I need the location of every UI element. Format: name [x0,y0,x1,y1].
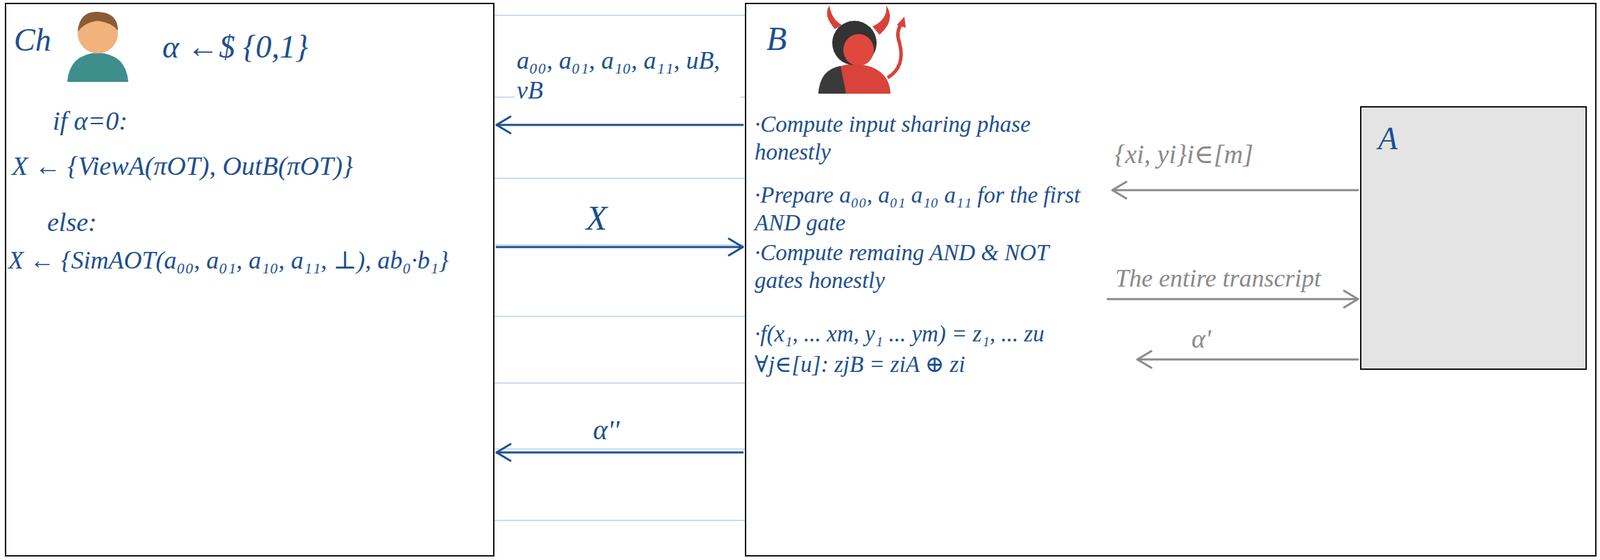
devil-face [843,33,874,66]
arrow-line [1112,189,1358,192]
arrow-line [1107,298,1358,301]
message-label: The entire transcript [1113,263,1340,294]
arrow-head [496,116,511,134]
condition-line: if α=0: [52,105,128,138]
challenger-box: Ch α ←$ {0,1} if α=0: X ← {ViewA(πOT), OutB… [4,2,495,557]
message-label: X [583,196,610,239]
devil-horn [826,5,842,30]
message-arrow [496,116,743,134]
step-text: ·Prepare a₀₀, a₀₁ a₁₀ a₁₁ for the first … [754,181,1098,237]
person-icon [67,11,129,82]
arrow-line [1137,358,1358,361]
ruled-line [494,448,745,450]
devil-icon [818,5,906,94]
message-arrow [496,238,743,256]
arrow-head [496,443,511,461]
arrow-line [496,124,743,127]
arrow-line [496,451,743,454]
devil-head [832,20,877,66]
party-name: A [1378,119,1398,158]
ruled-line [494,382,745,384]
notebook-lines [494,15,745,521]
message-arrow [1112,181,1358,199]
devil-cloak [818,65,847,94]
arrow-head [1344,290,1358,308]
assignment-line: X ← {SimAOT(a₀₀, a₀₁, a₁₀, a₁₁, ⊥), ab₀·… [8,245,492,276]
assignment-line: X ← {ViewA(πOT), OutB(πOT)} [11,150,491,183]
ruled-line [494,315,745,317]
ruled-line [494,14,745,16]
step-text: ∀j∈[u]: zjB = ziA ⊕ zi [754,350,1171,379]
devil-tail [887,23,902,78]
person-hair [77,11,118,32]
message-label: α'' [590,413,622,447]
arrow-head [1112,181,1127,199]
step-text: ·f(x₁, ... xm, y₁ ... ym) = z₁, ... zu [754,320,1171,349]
arrow-head [728,238,743,256]
message-label: a₀₀, a₀₁, a₁₀, a₁₁, uB, vB [514,45,741,106]
devil-body [818,63,891,94]
adversary-box: A [1360,106,1587,370]
person-body [67,52,129,82]
ruled-line [494,244,745,246]
party-name: B [766,18,787,59]
message-label: α' [1189,323,1214,356]
arrow-line [496,246,743,249]
message-label: {xi, yi}i∈[m] [1112,138,1360,171]
ruled-line [494,519,745,521]
devil-horn [872,5,890,35]
message-arrow [1137,350,1358,368]
devil-tail-tip [896,16,906,28]
ruled-line [494,177,745,179]
party-name: Ch [13,20,52,59]
arrow-head [1137,350,1152,368]
step-text: ·Compute remaing AND & NOT gates honestl… [754,239,1098,295]
step-text: ·Compute input sharing phase honestly [754,110,1098,166]
condition-line: else: [47,206,98,239]
sampling-step: α ←$ {0,1} [162,27,308,66]
